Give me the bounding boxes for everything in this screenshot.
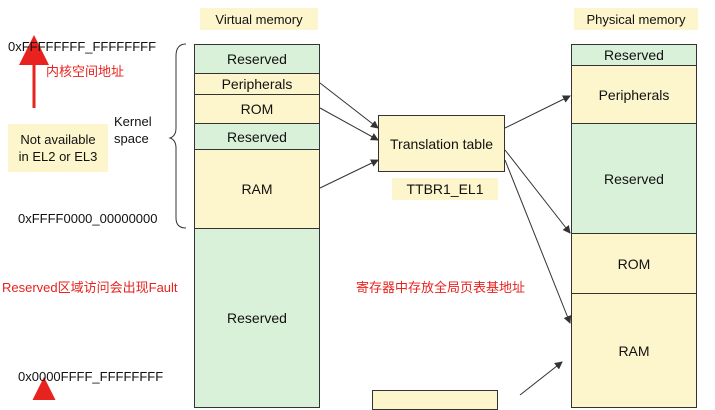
translation-table-box: Translation table xyxy=(378,115,505,172)
virtual-reserved-bottom-block: Reserved xyxy=(194,228,320,408)
virtual-reserved-top-block: Reserved xyxy=(194,44,320,74)
arrow-peripherals-to-table xyxy=(319,82,379,129)
kernel-address-annotation: 内核空间地址 xyxy=(46,64,125,79)
address-user-top: 0x0000FFFF_FFFFFFFF xyxy=(18,369,164,384)
arrow-rom-to-table xyxy=(319,107,379,141)
virtual-peripherals-block: Peripherals xyxy=(194,73,320,95)
kernel-space-brace xyxy=(168,43,187,229)
physical-reserved-top-block: Reserved xyxy=(571,44,697,66)
arrow-table-to-rom xyxy=(504,149,571,234)
address-top: 0xFFFFFFFF_FFFFFFFF xyxy=(8,39,157,54)
reserved-fault-annotation: Reserved区域访问会出现Fault xyxy=(2,280,178,295)
address-kernel-base: 0xFFFF0000_00000000 xyxy=(18,211,158,226)
arrow-table-to-ram xyxy=(504,159,572,324)
physical-memory-header: Physical memory xyxy=(574,8,698,30)
arrow-table-to-peripherals xyxy=(504,95,571,129)
physical-peripherals-block: Peripherals xyxy=(571,65,697,124)
not-available-note: Not available in EL2 or EL3 xyxy=(8,124,108,172)
virtual-ram-block: RAM xyxy=(194,149,320,229)
ttbr1-el1-label: TTBR1_EL1 xyxy=(392,178,498,200)
arrow-lower-table-to-ram xyxy=(519,361,563,396)
register-note-annotation: 寄存器中存放全局页表基地址 xyxy=(356,280,526,295)
diagram-connectors xyxy=(19,35,572,400)
arrow-ram-to-table xyxy=(319,159,379,189)
translation-table-lower-box xyxy=(372,390,498,410)
virtual-memory-header: Virtual memory xyxy=(200,8,318,30)
physical-ram-block: RAM xyxy=(571,293,697,408)
virtual-reserved-mid-block: Reserved xyxy=(194,123,320,150)
physical-reserved-mid-block: Reserved xyxy=(571,123,697,234)
virtual-rom-block: ROM xyxy=(194,94,320,124)
kernel-space-label: Kernel space xyxy=(114,114,152,146)
physical-rom-block: ROM xyxy=(571,233,697,294)
